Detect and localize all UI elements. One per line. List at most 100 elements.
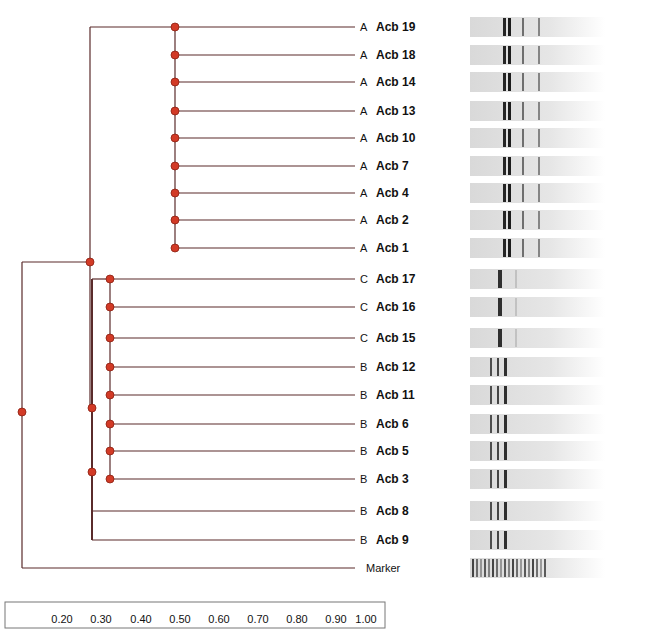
isolate-label: Acb 14 [376, 75, 415, 89]
marker-label: Marker [366, 561, 400, 575]
gel-band [504, 386, 507, 404]
gel-band [497, 442, 499, 460]
tree-branch [22, 261, 90, 262]
gel-lane [470, 530, 605, 550]
gel-lane [470, 238, 605, 258]
gel-band [538, 211, 540, 229]
gel-band [504, 502, 507, 520]
isolate-label: Acb 8 [376, 504, 409, 518]
gel-band [480, 559, 482, 577]
isolate-label: Acb 5 [376, 444, 409, 458]
node-dot [106, 303, 114, 311]
gel-band [490, 386, 492, 404]
gel-band [508, 559, 510, 577]
tree-branch [175, 165, 355, 166]
gel-band [522, 211, 524, 229]
gel-lane [470, 501, 605, 521]
gel-lane [470, 17, 605, 37]
tree-branch [92, 539, 355, 540]
gel-lane [470, 385, 605, 405]
group-letter: A [360, 20, 367, 34]
gel-band [520, 559, 522, 577]
gel-band [544, 559, 546, 577]
group-letter: C [360, 331, 368, 345]
gel-lane [470, 357, 605, 377]
group-letter: A [360, 213, 367, 227]
gel-band [538, 129, 540, 147]
isolate-label: Acb 15 [376, 331, 415, 345]
gel-band [522, 157, 524, 175]
group-letter: A [360, 75, 367, 89]
tree-branch [110, 306, 355, 307]
isolate-label: Acb 4 [376, 186, 409, 200]
gel-band [490, 415, 492, 433]
gel-band [497, 415, 499, 433]
tree-branch [175, 81, 355, 82]
isolate-label: Acb 18 [376, 48, 415, 62]
group-letter: B [360, 417, 367, 431]
gel-band [538, 157, 540, 175]
isolate-label: Acb 2 [376, 213, 409, 227]
gel-lane [470, 45, 605, 65]
gel-band [503, 102, 506, 120]
group-letter: B [360, 444, 367, 458]
group-letter: B [360, 360, 367, 374]
isolate-label: Acb 6 [376, 417, 409, 431]
tree-branch [110, 478, 355, 479]
gel-band [508, 184, 511, 202]
gel-band [524, 559, 526, 577]
node-dot [171, 78, 179, 86]
gel-band [490, 358, 492, 376]
group-letter: B [360, 388, 367, 402]
gel-band [497, 531, 499, 549]
gel-band [522, 46, 524, 64]
group-letter: B [360, 472, 367, 486]
group-letter: A [360, 104, 367, 118]
gel-band [488, 559, 490, 577]
isolate-label: Acb 9 [376, 533, 409, 547]
gel-band [503, 157, 506, 175]
gel-lane [470, 414, 605, 434]
node-dot [18, 408, 26, 416]
node-dot [86, 258, 94, 266]
tree-branch [92, 510, 355, 511]
gel-lane [470, 101, 605, 121]
gel-band [538, 102, 540, 120]
scale-value: 1.00 [355, 612, 376, 626]
group-letter: B [360, 533, 367, 547]
tree-branch [110, 337, 355, 338]
gel-band [490, 470, 492, 488]
node-dot [106, 475, 114, 483]
gel-lane [470, 328, 605, 348]
scale-box [5, 602, 385, 628]
node-dot [88, 468, 96, 476]
gel-band [508, 73, 511, 91]
node-dot [106, 391, 114, 399]
gel-band [508, 211, 511, 229]
scale-value: 0.20 [51, 612, 72, 626]
gel-band [512, 559, 514, 577]
isolate-label: Acb 7 [376, 159, 409, 173]
isolate-label: Acb 12 [376, 360, 415, 374]
gel-band [522, 73, 524, 91]
gel-band [522, 184, 524, 202]
node-dot [171, 189, 179, 197]
gel-lane [470, 210, 605, 230]
isolate-label: Acb 3 [376, 472, 409, 486]
isolate-label: Acb 10 [376, 131, 415, 145]
gel-band [504, 559, 506, 577]
gel-lane [470, 558, 605, 578]
scale-value: 0.70 [247, 612, 268, 626]
node-dot [171, 51, 179, 59]
gel-band [504, 470, 507, 488]
node-dot [171, 107, 179, 115]
gel-band [472, 559, 474, 577]
tree-branch [22, 567, 355, 568]
gel-band [498, 329, 502, 347]
gel-band [538, 239, 540, 257]
gel-band [497, 358, 499, 376]
gel-band [504, 531, 507, 549]
node-dot [171, 244, 179, 252]
node-dot [106, 420, 114, 428]
